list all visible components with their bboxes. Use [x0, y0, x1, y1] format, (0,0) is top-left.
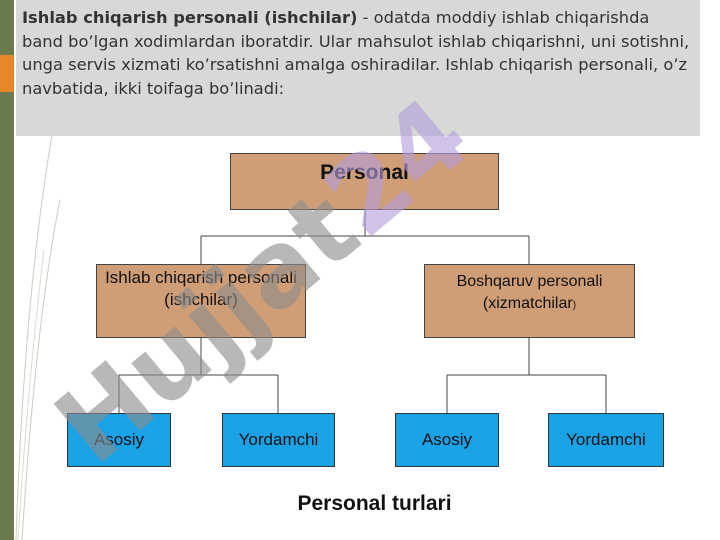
branch-node-management-label: Boshqaruv personali (xizmatchilar	[456, 273, 603, 312]
root-node-personal: Personal	[230, 153, 499, 210]
diagram-caption: Personal turlari	[218, 483, 531, 525]
root-node-label: Personal	[320, 161, 409, 184]
branch-node-management-text: Boshqaruv personali (xizmatchilar)	[425, 271, 634, 317]
branch-node-management-staff: Boshqaruv personali (xizmatchilar)	[424, 264, 635, 338]
leaf-node-production-auxiliary: Yordamchi	[222, 413, 335, 467]
orange-accent-tab	[0, 55, 14, 92]
branch-node-management-suffix: )	[572, 300, 577, 311]
intro-description: - odatda moddiy ishlab chiqarishda band …	[22, 8, 690, 98]
intro-paragraph: Ishlab chiqarish personali (ishchilar) -…	[16, 0, 700, 136]
diagram-caption-text: Personal turlari	[297, 492, 452, 515]
leaf-node-management-auxiliary: Yordamchi	[548, 413, 664, 467]
branch-node-production-label: Ishlab chiqarish personali (ishchilar)	[105, 268, 297, 309]
leaf-node-production-main: Asosiy	[67, 413, 171, 467]
decorative-curves	[15, 134, 61, 540]
intro-bold-term: Ishlab chiqarish personali (ishchilar)	[22, 8, 358, 27]
leaf-label: Asosiy	[421, 430, 473, 449]
leaf-label: Asosiy	[93, 430, 145, 449]
left-accent-bar	[0, 0, 14, 540]
leaf-label: Yordamchi	[238, 430, 319, 449]
branch-node-production-staff: Ishlab chiqarish personali (ishchilar)	[96, 264, 306, 338]
leaf-label: Yordamchi	[566, 430, 646, 449]
leaf-node-management-main: Asosiy	[395, 413, 499, 467]
